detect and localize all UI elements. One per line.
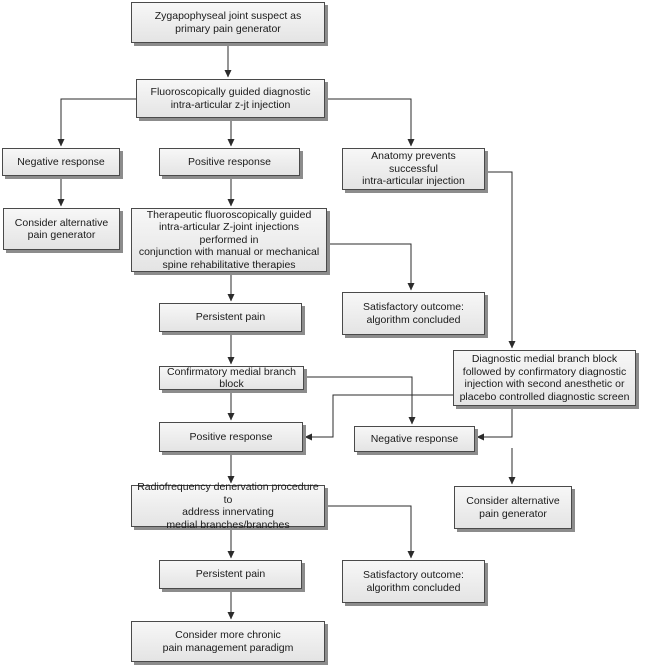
edge-therapeutic-to-satisfactory-1 bbox=[327, 243, 415, 291]
node-negative-response-1: Negative response bbox=[2, 148, 120, 176]
node-start-text: Zygapophyseal joint suspect as primary p… bbox=[154, 10, 302, 35]
edge-radiofrequency-to-satisfactory-2 bbox=[325, 505, 415, 559]
edge-confirmatory-to-negative-2 bbox=[304, 376, 416, 425]
node-diagnostic-injection-text: Fluoroscopically guided diagnostic intra… bbox=[150, 86, 311, 111]
node-negative-response-1-text: Negative response bbox=[17, 155, 105, 168]
node-satisfactory-2-text: Satisfactory outcome: algorithm conclude… bbox=[363, 569, 464, 594]
node-radiofrequency-text: Radiofrequency denervation procedure to … bbox=[137, 481, 319, 531]
node-confirmatory-medial-branch-block: Confirmatory medial branch block bbox=[159, 366, 304, 390]
node-persistent-pain-1-text: Persistent pain bbox=[195, 311, 266, 324]
edge-diagnostic-to-negative bbox=[57, 98, 136, 147]
node-anatomy: Anatomy prevents successful intra-articu… bbox=[342, 148, 485, 190]
edge-diagnostic-to-anatomy bbox=[325, 98, 415, 147]
edge-diagnostic-mbb-to-negative-2 bbox=[476, 406, 513, 441]
node-therapeutic: Therapeutic fluoroscopically guided intr… bbox=[131, 208, 327, 272]
node-satisfactory-2: Satisfactory outcome: algorithm conclude… bbox=[342, 560, 485, 603]
node-chronic-pain-management: Consider more chronic pain management pa… bbox=[131, 621, 325, 662]
node-diagnostic-medial-branch-block-text: Diagnostic medial branch block followed … bbox=[459, 353, 630, 403]
node-radiofrequency: Radiofrequency denervation procedure to … bbox=[131, 481, 325, 531]
edge-diagnostic-mbb-to-positive-2 bbox=[304, 394, 453, 441]
node-positive-response-1: Positive response bbox=[159, 148, 300, 176]
node-start: Zygapophyseal joint suspect as primary p… bbox=[131, 2, 325, 43]
node-satisfactory-1: Satisfactory outcome: algorithm conclude… bbox=[342, 292, 485, 335]
node-positive-response-2-text: Positive response bbox=[189, 430, 273, 443]
node-persistent-pain-2: Persistent pain bbox=[159, 560, 302, 589]
node-positive-response-2: Positive response bbox=[159, 422, 303, 452]
node-satisfactory-1-text: Satisfactory outcome: algorithm conclude… bbox=[363, 301, 464, 326]
node-positive-response-1-text: Positive response bbox=[188, 155, 271, 168]
node-negative-response-2: Negative response bbox=[354, 426, 475, 452]
node-alternative-pain-1-text: Consider alternative pain generator bbox=[14, 216, 109, 242]
node-diagnostic-medial-branch-block: Diagnostic medial branch block followed … bbox=[453, 350, 636, 406]
node-alternative-pain-2-text: Consider alternative pain generator bbox=[466, 495, 560, 520]
node-anatomy-text: Anatomy prevents successful intra-articu… bbox=[362, 150, 465, 188]
node-negative-response-2-text: Negative response bbox=[370, 432, 459, 445]
node-chronic-pain-management-text: Consider more chronic pain management pa… bbox=[162, 629, 294, 654]
node-persistent-pain-1: Persistent pain bbox=[159, 303, 302, 332]
node-alternative-pain-2: Consider alternative pain generator bbox=[454, 486, 572, 529]
node-confirmatory-medial-branch-block-text: Confirmatory medial branch block bbox=[167, 365, 296, 391]
node-persistent-pain-2-text: Persistent pain bbox=[195, 568, 266, 581]
node-therapeutic-text: Therapeutic fluoroscopically guided intr… bbox=[138, 208, 320, 271]
node-diagnostic-injection: Fluoroscopically guided diagnostic intra… bbox=[136, 79, 325, 118]
node-alternative-pain-1: Consider alternative pain generator bbox=[3, 208, 120, 250]
edge-anatomy-to-diagnostic-mbb bbox=[485, 171, 516, 349]
